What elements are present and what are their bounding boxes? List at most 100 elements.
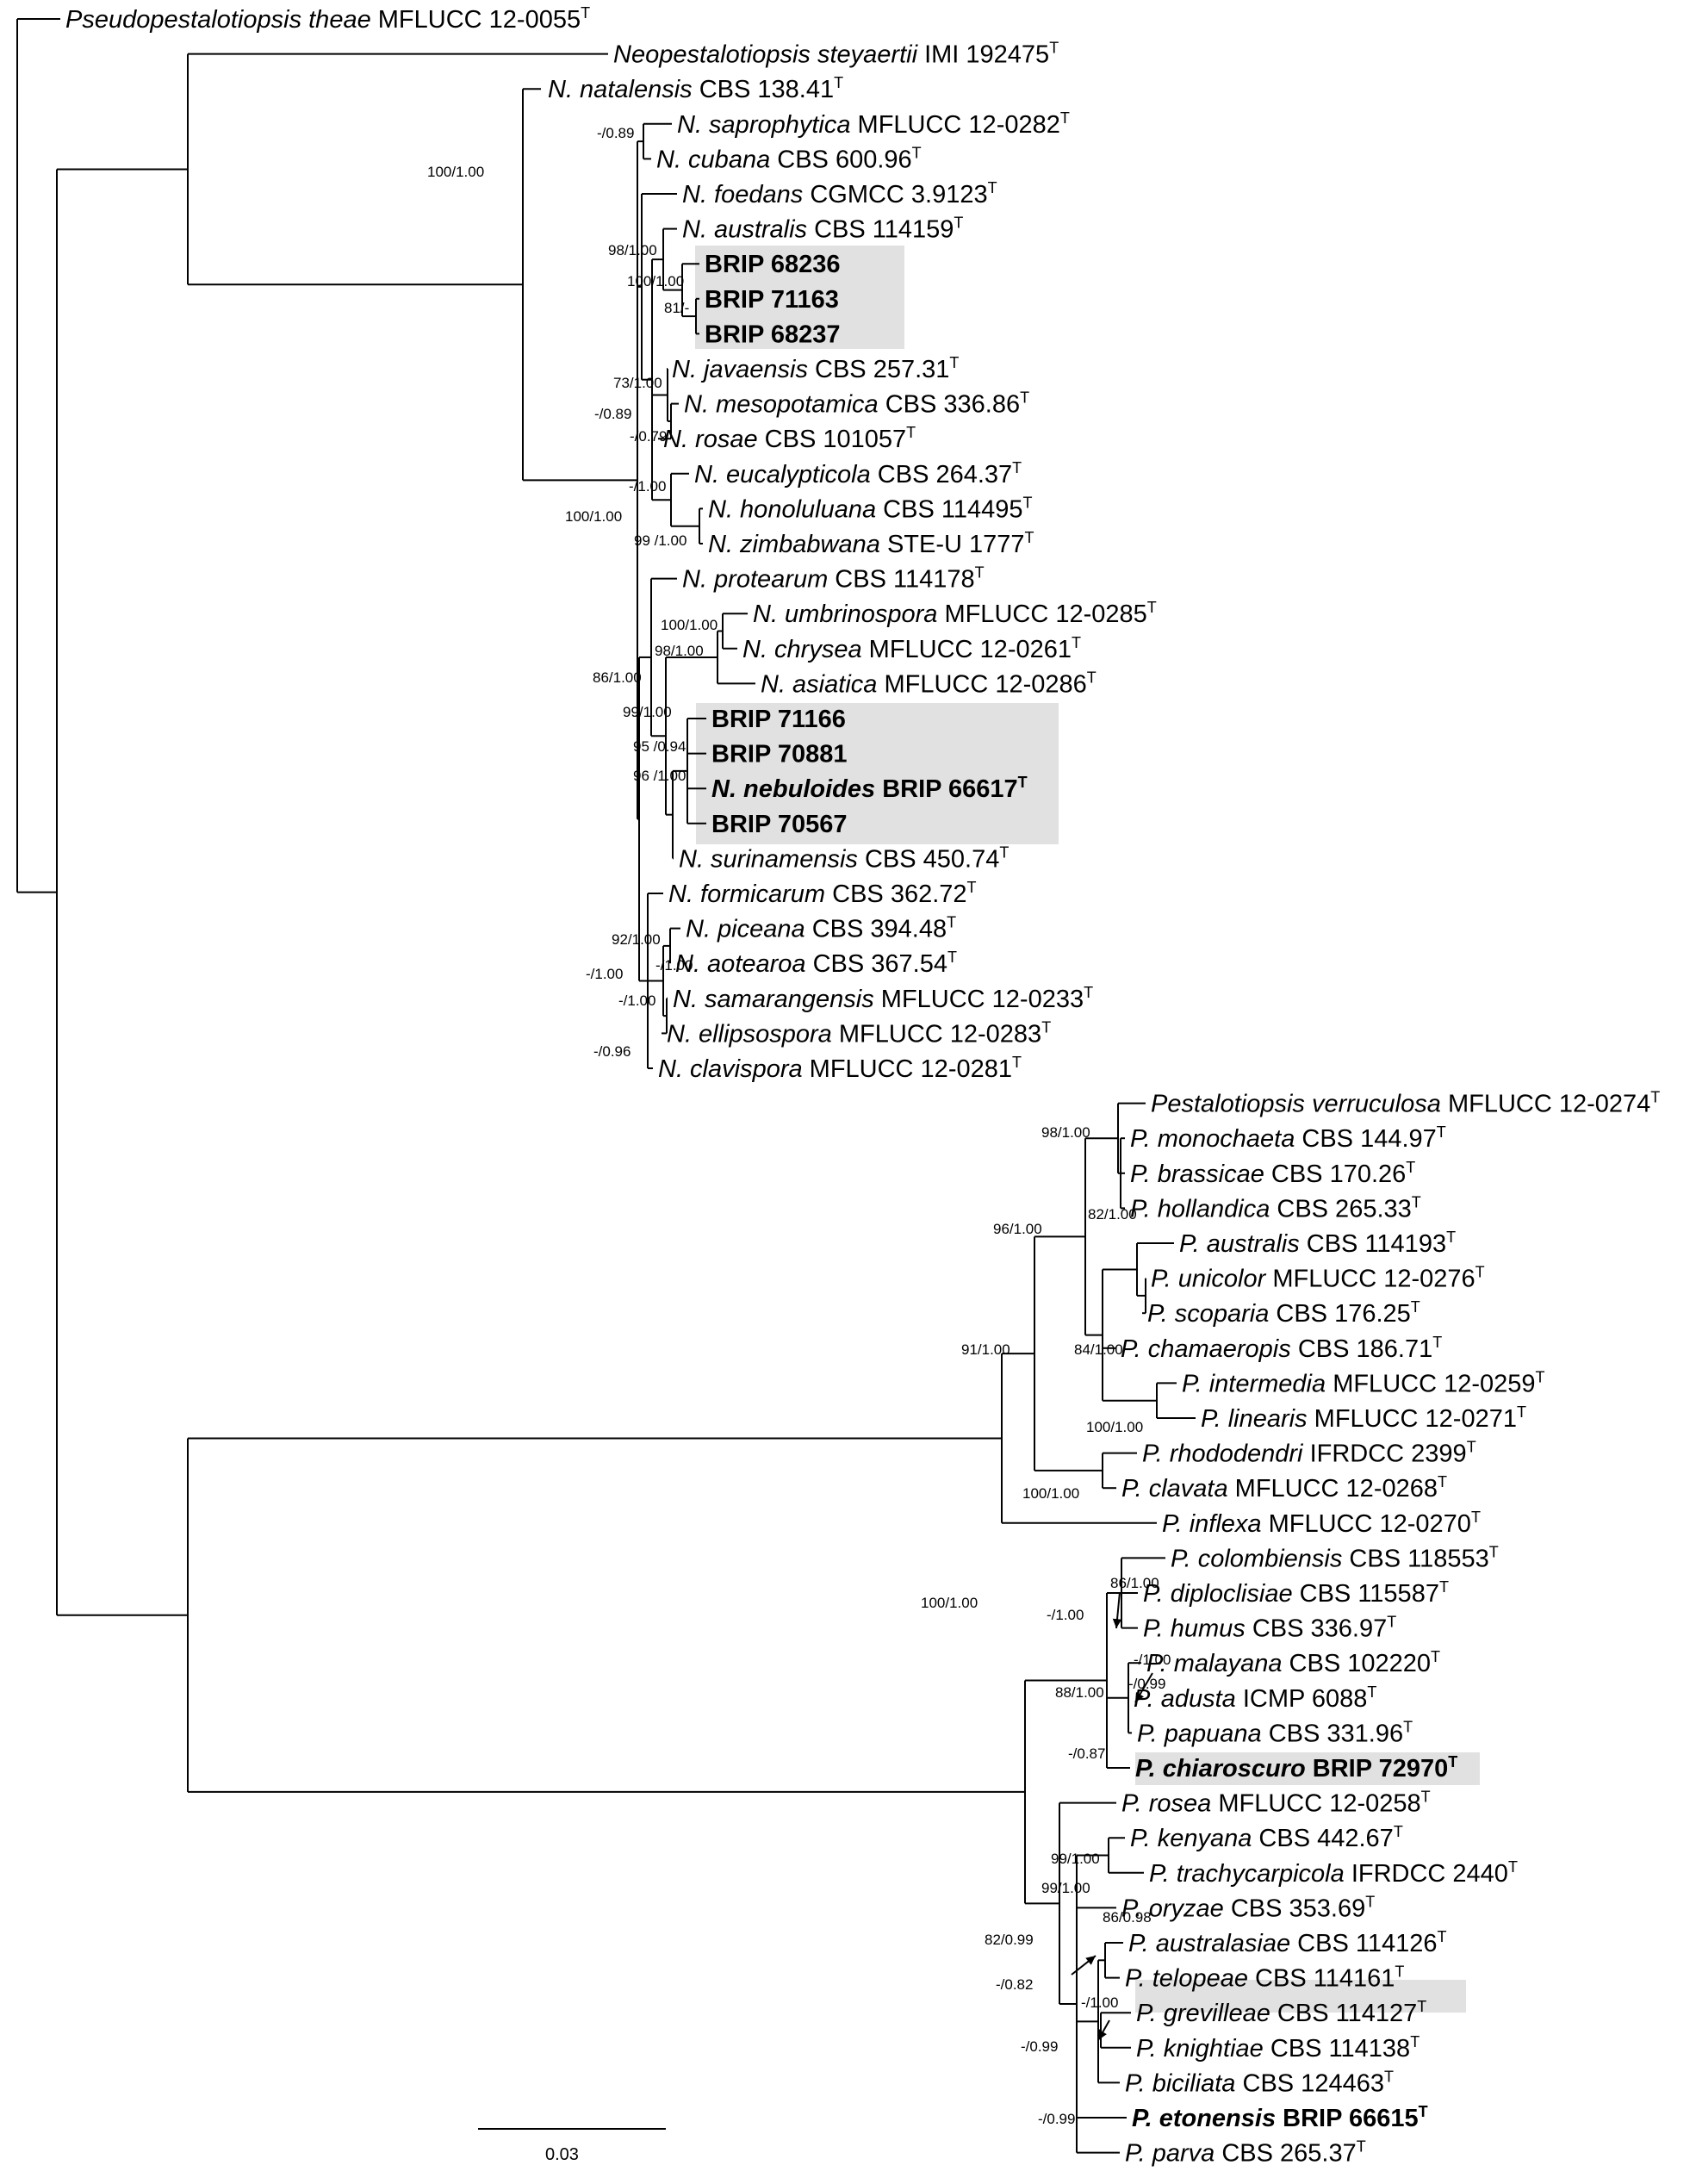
taxon-strain: BRIP 72970: [1313, 1755, 1448, 1783]
taxon-genus: P. monochaeta: [1130, 1125, 1302, 1153]
type-marker: T: [1475, 1264, 1485, 1281]
taxon-strain: CBS 265.37: [1221, 2140, 1356, 2168]
support-value-s36: -/0.87: [1068, 1745, 1105, 1762]
taxon-label-t10: BRIP 68237: [705, 320, 840, 348]
taxon-label-t53: P. kenyana CBS 442.67T: [1130, 1823, 1403, 1852]
taxon-label-t50: P. papuana CBS 331.96T: [1137, 1718, 1413, 1747]
taxon-genus: P. hollandica: [1130, 1195, 1277, 1223]
taxon-label-t21: BRIP 71166: [711, 706, 846, 733]
type-marker: T: [1412, 1193, 1421, 1210]
support-value-s12: 100/1.00: [661, 617, 718, 633]
taxon-genus: Pseudopestalotiopsis theae: [65, 6, 378, 34]
taxon-label-t27: N. piceana CBS 394.48T: [686, 914, 956, 943]
taxon-strain: CBS 124463: [1243, 2069, 1384, 2097]
support-value-s24: 82/1.00: [1088, 1206, 1137, 1223]
support-value-s06: 73/1.00: [613, 375, 662, 391]
taxon-label-t36: P. australis CBS 114193T: [1179, 1229, 1456, 1258]
taxon-strain: CBS 114193: [1307, 1230, 1446, 1258]
type-marker: T: [1432, 1334, 1442, 1351]
taxon-genus: N. clavispora: [658, 1055, 810, 1083]
taxon-strain: MFLUCC 12-0258: [1218, 1790, 1420, 1818]
taxon-genus: N. cubana: [656, 146, 777, 173]
taxon-genus: N. natalensis: [548, 76, 699, 103]
taxon-label-t09: BRIP 71163: [705, 286, 839, 314]
taxon-strain: CBS 600.96: [777, 146, 911, 173]
taxon-genus: P. linearis: [1201, 1405, 1314, 1433]
taxon-label-t12: N. mesopotamica CBS 336.86T: [684, 389, 1029, 419]
support-values: 100/1.00 -/0.89 98/1.00 100/1.00 81/- 73/1.00…: [427, 125, 1171, 2127]
support-value-s34: -/0.99: [1128, 1676, 1165, 1692]
support-value-s11: 99 /1.00: [634, 532, 686, 549]
type-marker: T: [1041, 1018, 1051, 1036]
taxon-strain: CBS 336.97: [1252, 1615, 1387, 1643]
type-marker: T: [1403, 1718, 1413, 1735]
taxon-strain: CBS 336.86: [885, 391, 1020, 419]
taxon-label-t23: N. nebuloides BRIP 66617T: [711, 774, 1028, 803]
pointer-arrow-4: [1097, 2019, 1110, 2041]
taxon-genus: P. scoparia: [1147, 1300, 1276, 1328]
taxon-strain: CBS 394.48: [812, 916, 947, 943]
taxon-label-t15: N. honoluluana CBS 114495T: [708, 494, 1032, 523]
taxon-genus: P. trachycarpicola: [1149, 1860, 1351, 1888]
taxon-label-t32: Pestalotiopsis verruculosa MFLUCC 12-027…: [1151, 1089, 1660, 1118]
taxon-genus: P. unicolor: [1151, 1266, 1272, 1293]
taxon-label-t47: P. humus CBS 336.97T: [1143, 1614, 1396, 1643]
support-value-s23: 98/1.00: [1041, 1124, 1090, 1141]
taxon-genus: N. surinamensis: [679, 845, 865, 873]
taxon-strain: CBS 118553: [1349, 1545, 1488, 1572]
taxon-label-t42: P. rhododendri IFRDCC 2399T: [1142, 1439, 1476, 1468]
taxon-label-t04: N. saprophytica MFLUCC 12-0282T: [677, 109, 1070, 139]
taxon-strain: CBS 265.33: [1277, 1195, 1411, 1223]
tree-branches: [16, 18, 1196, 2154]
support-value-s17: 96 /1.00: [633, 768, 686, 784]
taxon-strain: CBS 102220: [1289, 1650, 1431, 1677]
type-marker: T: [1049, 40, 1059, 57]
type-marker: T: [1536, 1368, 1545, 1385]
support-value-s02: -/0.89: [597, 125, 634, 141]
support-value-s20: -/1.00: [655, 957, 693, 974]
taxon-genus: P. oryzae: [1121, 1895, 1231, 1922]
taxon-label-t49: P. adusta ICMP 6088T: [1134, 1683, 1376, 1713]
type-marker: T: [1365, 1893, 1375, 1910]
taxon-label-t17: N. protearum CBS 114178T: [682, 564, 985, 594]
support-value-s10: 100/1.00: [565, 508, 622, 525]
support-value-s05: 81/-: [664, 300, 689, 316]
taxon-label-t56: P. australasiae CBS 114126T: [1128, 1928, 1446, 1957]
taxon-label-t55: P. oryzae CBS 353.69T: [1121, 1893, 1375, 1922]
taxon-label-t48: P. malayana CBS 102220T: [1146, 1648, 1440, 1677]
taxon-label-t07: N. australis CBS 114159T: [682, 215, 963, 244]
taxon-genus: P. clavata: [1121, 1475, 1235, 1503]
taxon-strain: BRIP 71163: [705, 286, 839, 314]
taxon-strain: MFLUCC 12-0281: [810, 1055, 1012, 1083]
type-marker: T: [1025, 529, 1034, 546]
type-marker: T: [947, 949, 957, 966]
support-value-s03: 98/1.00: [608, 242, 657, 258]
taxon-label-t34: P. brassicae CBS 170.26T: [1130, 1159, 1415, 1188]
taxon-label-t35: P. hollandica CBS 265.33T: [1130, 1193, 1421, 1223]
taxon-label-t45: P. colombiensis CBS 118553T: [1171, 1543, 1499, 1572]
highlight-boxes: [695, 246, 1480, 2013]
taxon-label-t37: P. unicolor MFLUCC 12-0276T: [1151, 1264, 1485, 1293]
taxon-genus: P. inflexa: [1162, 1510, 1269, 1538]
type-marker: T: [1367, 1683, 1376, 1701]
type-marker: T: [1012, 459, 1022, 476]
taxon-strain: MFLUCC 12-0261: [869, 636, 1072, 663]
taxon-strain: CBS 331.96: [1269, 1720, 1403, 1747]
type-marker: T: [1395, 1963, 1404, 1981]
taxon-label-t19: N. chrysea MFLUCC 12-0261T: [742, 634, 1081, 663]
taxon-label-t41: P. linearis MFLUCC 12-0271T: [1201, 1403, 1526, 1433]
type-marker: T: [1419, 2103, 1428, 2120]
taxon-label-t01: Pseudopestalotiopsis theae MFLUCC 12-005…: [65, 4, 590, 34]
highlight-box-3: [1135, 1752, 1480, 1785]
taxon-strain: CBS 114159: [814, 216, 954, 244]
taxon-genus: N. ellipsospora: [667, 1020, 839, 1048]
taxon-genus: P. papuana: [1137, 1720, 1269, 1747]
support-value-s04: 100/1.00: [627, 273, 684, 289]
type-marker: T: [912, 144, 922, 161]
highlight-box-2: [696, 703, 1059, 844]
taxon-label-t60: P. biciliata CBS 124463T: [1125, 2068, 1394, 2097]
taxon-genus: P. colombiensis: [1171, 1545, 1349, 1572]
taxon-genus: P. australasiae: [1128, 1930, 1297, 1957]
support-value-s25: 96/1.00: [993, 1221, 1042, 1237]
type-marker: T: [1437, 1928, 1446, 1945]
